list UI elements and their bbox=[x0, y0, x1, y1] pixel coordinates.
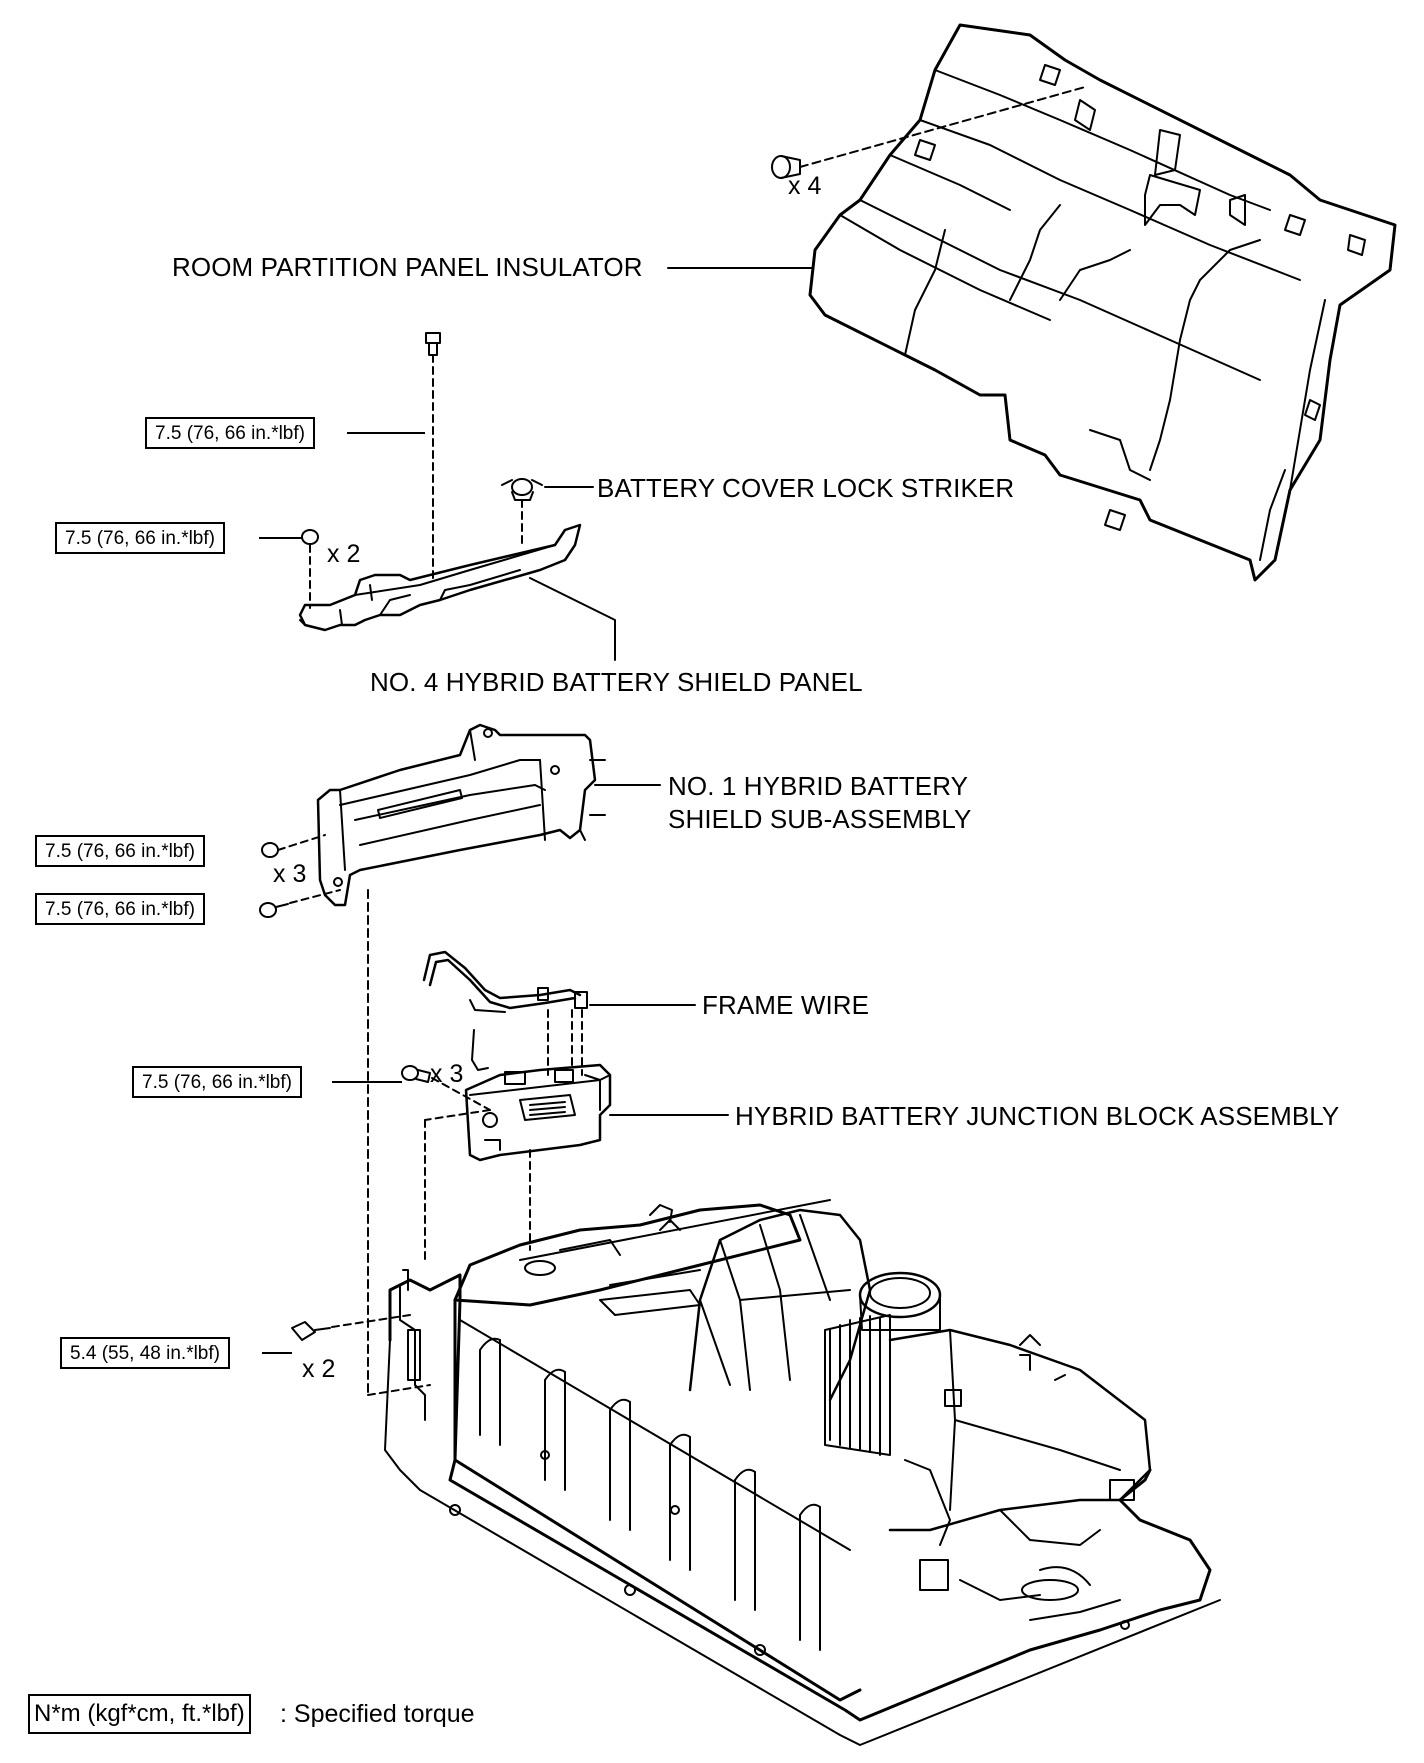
room-partition-panel-insulator-drawing bbox=[808, 23, 1397, 582]
torque-box-shield-nut: 7.5 (76, 66 in.*lbf) bbox=[55, 522, 225, 554]
leader-torque-shield-nut bbox=[259, 537, 302, 539]
legend-torque-unit: N*m (kgf*cm, ft.*lbf) bbox=[28, 1694, 251, 1734]
qty-bottom-bolts: x 2 bbox=[302, 1355, 336, 1383]
qty-shield-nuts: x 2 bbox=[327, 540, 361, 568]
leader-torque-bottom-bolt bbox=[262, 1352, 292, 1354]
hybrid-battery-junction-block-drawing bbox=[464, 1063, 612, 1162]
qty-insulator-clips: x 4 bbox=[788, 172, 822, 200]
leader-torque-top-bolt bbox=[347, 432, 425, 434]
frame-wire-drawing bbox=[422, 950, 588, 1076]
legend-description: : Specified torque bbox=[280, 1700, 475, 1728]
no1-nut bbox=[261, 834, 326, 858]
label-frame-wire: FRAME WIRE bbox=[702, 990, 870, 1020]
label-battery-cover-lock-striker: BATTERY COVER LOCK STRIKER bbox=[597, 473, 1015, 503]
label-no1-hybrid-battery-line2: SHIELD SUB-ASSEMBLY bbox=[668, 804, 972, 834]
no1-bolt bbox=[259, 889, 341, 918]
battery-cover-lock-striker-drawing bbox=[501, 478, 594, 546]
torque-box-bottom-bolt: 5.4 (55, 48 in.*lbf) bbox=[60, 1337, 230, 1369]
junction-bolt bbox=[401, 1065, 491, 1111]
qty-no1-nuts: x 3 bbox=[273, 860, 307, 888]
bottom-bolt bbox=[291, 1314, 411, 1341]
no1-shield-sub-assembly-drawing bbox=[316, 723, 606, 907]
torque-box-top-bolt: 7.5 (76, 66 in.*lbf) bbox=[145, 417, 315, 449]
torque-box-junction-bolt: 7.5 (76, 66 in.*lbf) bbox=[132, 1066, 302, 1098]
insulator-clip bbox=[771, 86, 1086, 179]
leader-torque-junction-bolt bbox=[332, 1081, 402, 1083]
label-no1-hybrid-battery-line1: NO. 1 HYBRID BATTERY bbox=[668, 771, 969, 801]
label-no4-hybrid-battery-shield-panel: NO. 4 HYBRID BATTERY SHIELD PANEL bbox=[370, 667, 863, 697]
qty-junction-bolts: x 3 bbox=[430, 1060, 464, 1088]
torque-box-no1-bolt: 7.5 (76, 66 in.*lbf) bbox=[35, 893, 205, 925]
leader-line-no4-shield bbox=[529, 577, 616, 661]
label-hybrid-battery-junction-block-assembly: HYBRID BATTERY JUNCTION BLOCK ASSEMBLY bbox=[735, 1101, 1340, 1131]
torque-box-no1-nut: 7.5 (76, 66 in.*lbf) bbox=[35, 835, 205, 867]
label-room-partition-panel-insulator: ROOM PARTITION PANEL INSULATOR bbox=[172, 252, 643, 282]
hybrid-battery-assembly-drawing bbox=[384, 1199, 1221, 1746]
shield-bolt-top bbox=[425, 332, 441, 581]
no4-shield-panel-drawing bbox=[298, 523, 582, 632]
shield-nut-left bbox=[301, 529, 319, 609]
